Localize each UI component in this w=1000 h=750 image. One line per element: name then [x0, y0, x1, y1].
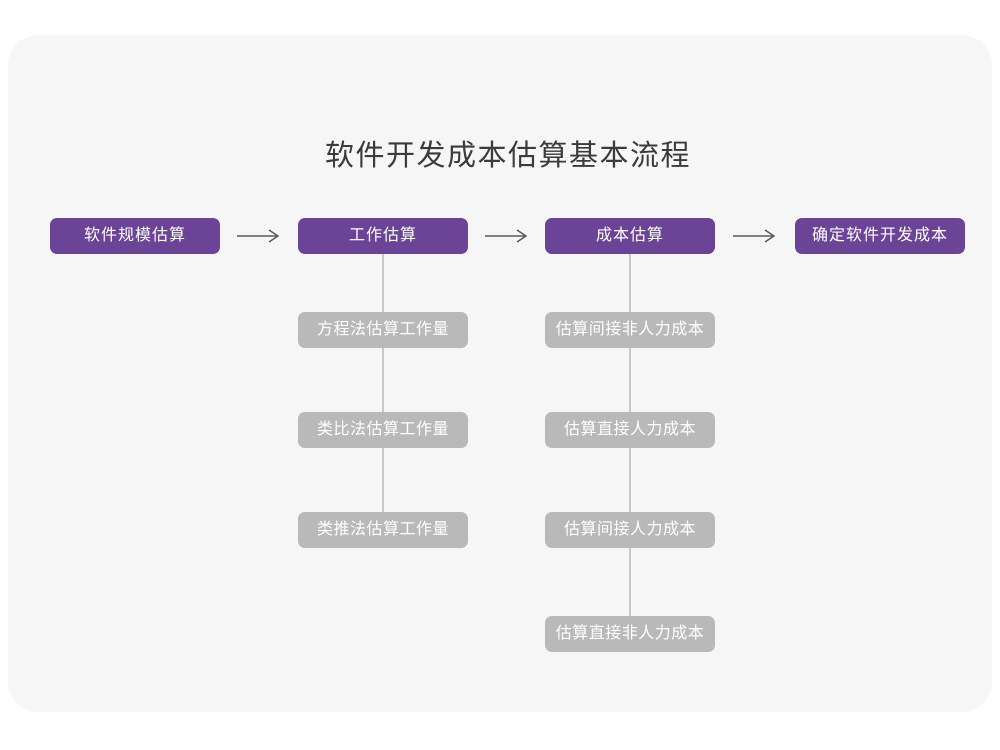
substep-direct-labor-cost: 估算直接人力成本 [545, 412, 715, 448]
diagram-card: 软件开发成本估算基本流程 软件规模估算 工作估算 成本估算 确定软件开发成本 方… [8, 35, 992, 712]
substep-direct-non-labor-cost: 估算直接非人力成本 [545, 616, 715, 652]
stage-software-scale-estimation: 软件规模估算 [50, 218, 220, 254]
stage-determine-dev-cost: 确定软件开发成本 [795, 218, 965, 254]
substep-indirect-labor-cost: 估算间接人力成本 [545, 512, 715, 548]
substep-extrapolation-method: 类推法估算工作量 [298, 512, 468, 548]
stage-effort-estimation: 工作估算 [298, 218, 468, 254]
right-arrow-icon [485, 229, 528, 243]
substep-indirect-non-labor-cost: 估算间接非人力成本 [545, 312, 715, 348]
stage-cost-estimation: 成本估算 [545, 218, 715, 254]
right-arrow-icon [733, 229, 776, 243]
right-arrow-icon [237, 229, 280, 243]
substep-analogy-method: 类比法估算工作量 [298, 412, 468, 448]
connector-line-effort [382, 254, 384, 532]
diagram-title: 软件开发成本估算基本流程 [324, 140, 691, 172]
substep-equation-method: 方程法估算工作量 [298, 312, 468, 348]
